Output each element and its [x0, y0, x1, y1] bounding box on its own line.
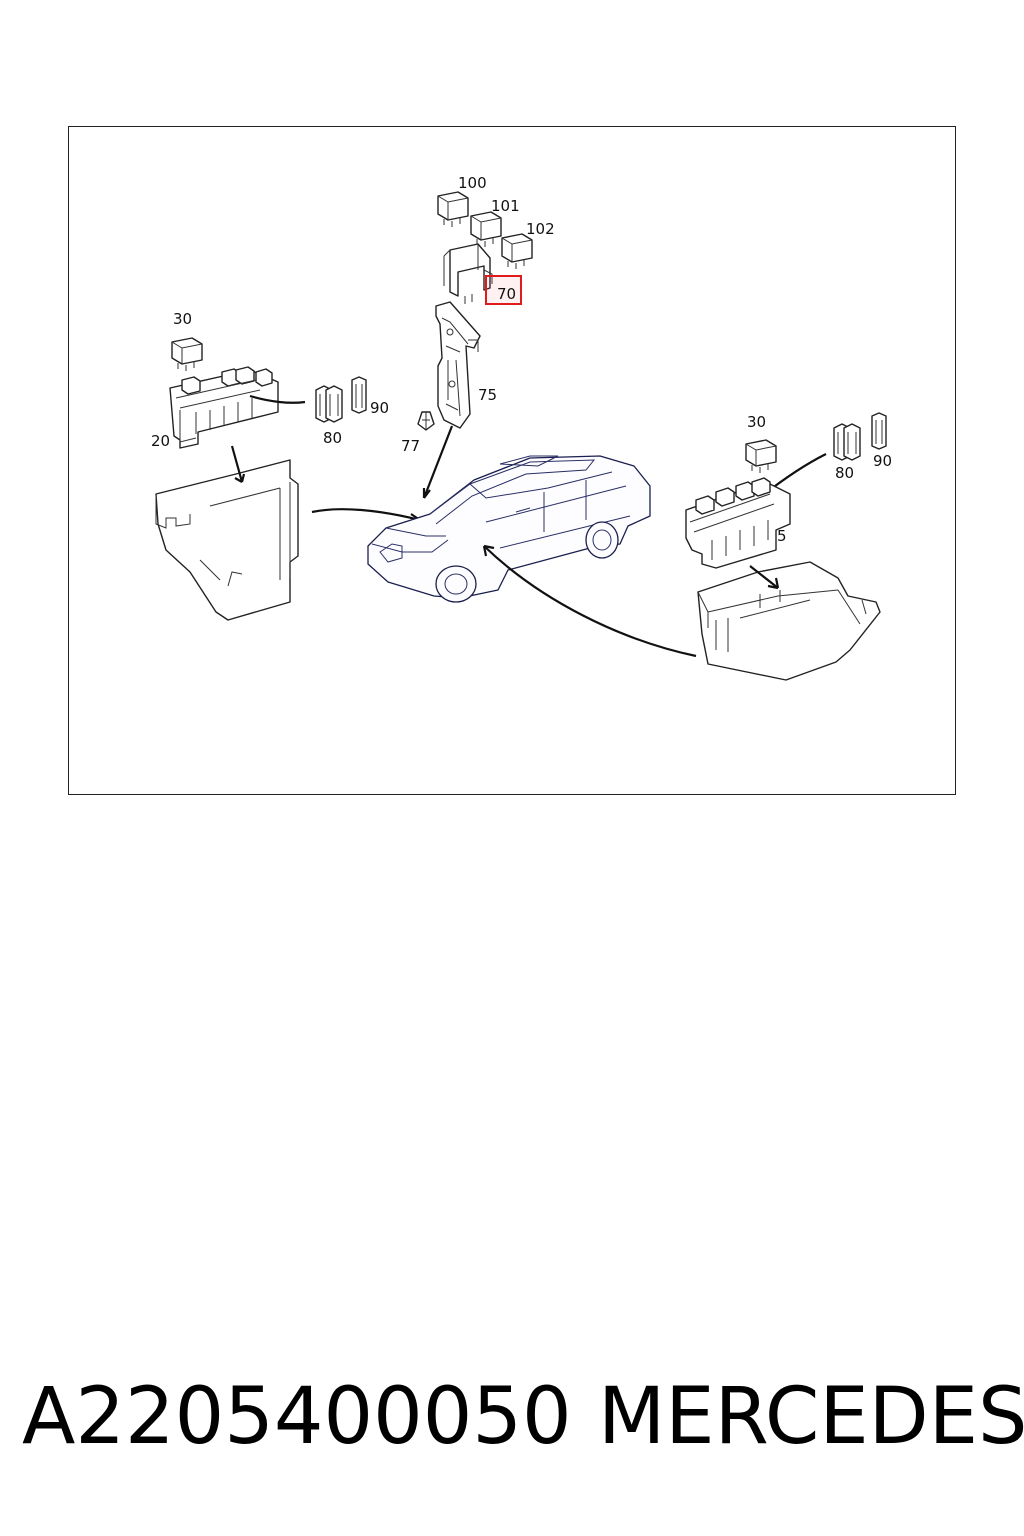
relay-30-left[interactable] [171, 337, 203, 371]
leader-20-to-80 [249, 394, 306, 404]
right-housing[interactable] [697, 561, 881, 681]
relay-100[interactable] [437, 191, 469, 227]
relay-bracket-70[interactable] [443, 243, 493, 304]
leader-75-to-car [422, 425, 454, 499]
fuse-relay-box-5[interactable] [685, 477, 791, 569]
fuse-relay-box-20[interactable] [169, 366, 279, 449]
bracket-75[interactable] [435, 301, 481, 429]
brand-name: MERCEDES [598, 1372, 1024, 1462]
callout-102: 102 [526, 220, 555, 238]
callout-77: 77 [401, 437, 420, 455]
fuse-80-right[interactable] [833, 423, 861, 461]
callout-70: 70 [497, 285, 516, 303]
callout-100: 100 [458, 174, 487, 192]
left-housing[interactable] [155, 459, 299, 621]
callout-101: 101 [491, 197, 520, 215]
relay-30-right[interactable] [745, 439, 777, 473]
part-number: A2205400050 [22, 1372, 572, 1462]
relay-101[interactable] [470, 211, 502, 247]
callout-75: 75 [478, 386, 497, 404]
callout-20: 20 [151, 432, 170, 450]
fuse-90-right[interactable] [871, 412, 887, 450]
callout-70-highlight [485, 275, 522, 305]
callout-90-left: 90 [370, 399, 389, 417]
exploded-parts-diagram: 100 101 102 70 75 77 30 [151, 174, 892, 681]
fuse-90-left[interactable] [351, 376, 367, 414]
leader-20-to-housing [230, 445, 244, 483]
leader-5-to-housing [749, 565, 779, 589]
callout-80-left: 80 [323, 429, 342, 447]
car-body [367, 455, 651, 603]
fuse-80-left[interactable] [315, 385, 343, 423]
callout-5: 5 [777, 527, 787, 545]
clip-77[interactable] [417, 411, 435, 431]
callout-30-left: 30 [173, 310, 192, 328]
callout-90-right: 90 [873, 452, 892, 470]
relay-102[interactable] [501, 233, 533, 269]
callout-30-right: 30 [747, 413, 766, 431]
callout-80-right: 80 [835, 464, 854, 482]
leader-right-housing-to-car [483, 545, 697, 658]
leader-left-housing-to-car [311, 508, 421, 522]
